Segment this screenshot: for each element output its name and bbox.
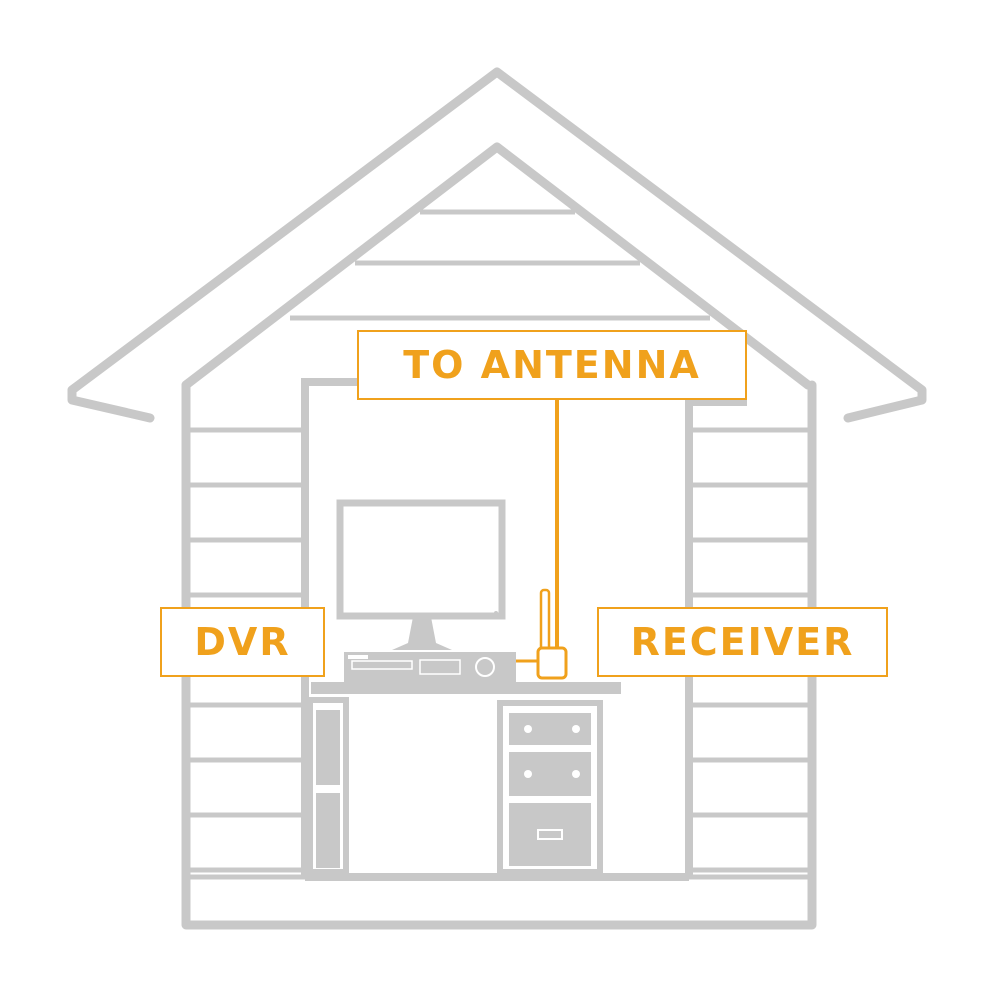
drawer-cabinet-icon bbox=[497, 700, 603, 875]
monitor-icon bbox=[336, 499, 506, 650]
inner-roof bbox=[181, 142, 813, 390]
desk-icon bbox=[307, 682, 621, 875]
outer-roof bbox=[67, 67, 927, 423]
interior-room bbox=[301, 378, 747, 881]
dvr-box-icon bbox=[344, 652, 516, 682]
to-antenna-label: TO ANTENNA bbox=[357, 330, 747, 400]
dvr-label: DVR bbox=[160, 607, 325, 677]
receiver-label: RECEIVER bbox=[597, 607, 888, 677]
receiver-antenna-icon bbox=[516, 400, 568, 680]
